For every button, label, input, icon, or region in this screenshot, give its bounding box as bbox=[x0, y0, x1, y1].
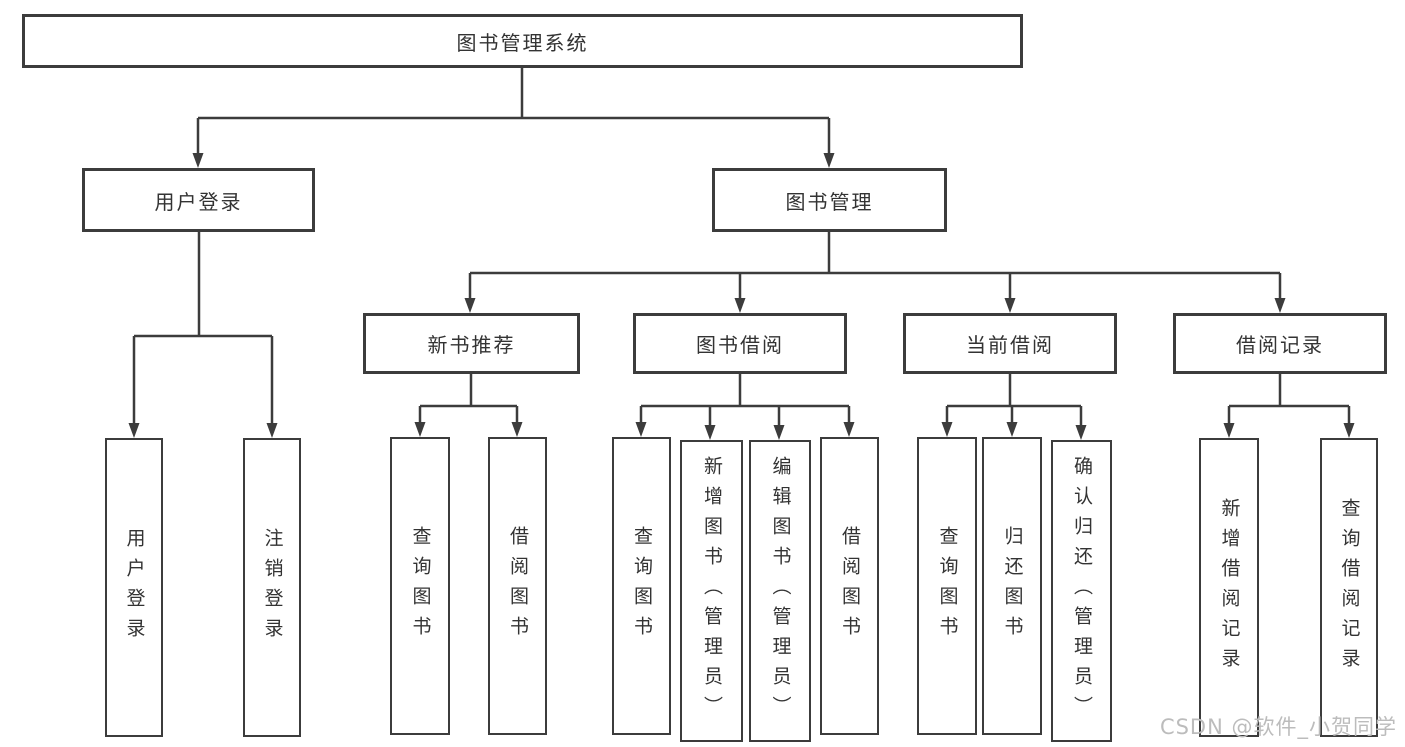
leaf-newbooks-borrow-books: 借阅图书 bbox=[488, 437, 547, 735]
leaf-logout: 注销登录 bbox=[243, 438, 301, 737]
leaf-label: 查询图书 bbox=[409, 526, 432, 646]
node-library-system: 图书管理系统 bbox=[22, 14, 1023, 68]
leaf-label: 新增借阅记录 bbox=[1218, 497, 1241, 678]
node-new-book-recommend: 新书推荐 bbox=[363, 313, 580, 374]
leaf-label: 编辑图书（管理员） bbox=[769, 456, 792, 726]
leaf-label: 用户登录 bbox=[123, 527, 146, 648]
leaf-label: 查询图书 bbox=[631, 526, 653, 646]
leaf-label: 新增图书（管理员） bbox=[701, 456, 723, 726]
node-user-login: 用户登录 bbox=[82, 168, 315, 232]
leaf-label: 查询借阅记录 bbox=[1338, 497, 1361, 678]
leaf-current-query-books: 查询图书 bbox=[917, 437, 977, 735]
leaf-records-add-borrow-record: 新增借阅记录 bbox=[1199, 438, 1259, 737]
leaf-label: 注销登录 bbox=[261, 527, 284, 648]
leaf-newbooks-query-books: 查询图书 bbox=[390, 437, 450, 735]
leaf-current-confirm-return-admin: 确认归还（管理员） bbox=[1051, 440, 1112, 742]
leaf-bookborrow-edit-books-admin: 编辑图书（管理员） bbox=[749, 440, 811, 742]
leaf-bookborrow-borrow-books: 借阅图书 bbox=[820, 437, 879, 735]
leaf-label: 确认归还（管理员） bbox=[1071, 456, 1093, 726]
leaf-bookborrow-add-books-admin: 新增图书（管理员） bbox=[680, 440, 743, 742]
leaf-label: 借阅图书 bbox=[507, 526, 529, 646]
leaf-current-return-books: 归还图书 bbox=[982, 437, 1042, 735]
leaf-label: 查询图书 bbox=[936, 526, 959, 646]
leaf-user-login: 用户登录 bbox=[105, 438, 163, 737]
connector-lines bbox=[132, 68, 1351, 428]
node-book-borrow: 图书借阅 bbox=[633, 313, 847, 374]
leaf-bookborrow-query-books: 查询图书 bbox=[612, 437, 671, 735]
leaf-label: 归还图书 bbox=[1001, 526, 1024, 646]
leaf-label: 借阅图书 bbox=[839, 526, 861, 646]
leaf-records-query-borrow-record: 查询借阅记录 bbox=[1320, 438, 1378, 737]
node-current-borrow: 当前借阅 bbox=[903, 313, 1117, 374]
node-book-management: 图书管理 bbox=[712, 168, 947, 232]
node-borrow-records: 借阅记录 bbox=[1173, 313, 1387, 374]
